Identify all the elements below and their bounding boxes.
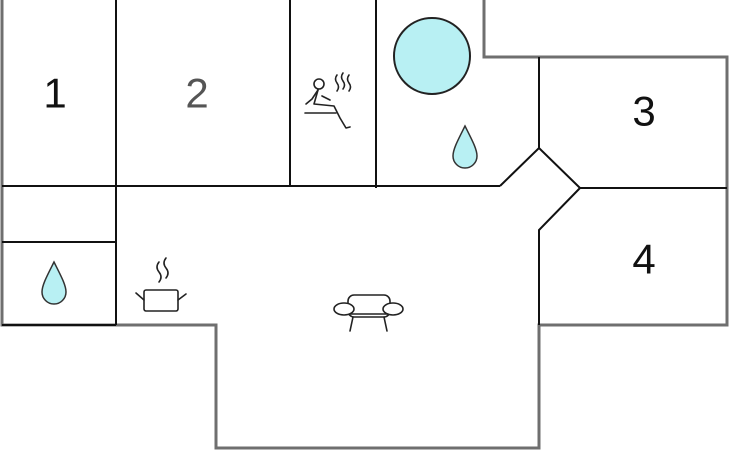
hot-tub-icon: [393, 17, 471, 95]
sofa-icon: [333, 294, 404, 332]
room-2-label: 2: [185, 70, 208, 117]
kitchen-pot-icon: [135, 257, 187, 312]
sauna-icon: [304, 72, 352, 129]
inner-walls: [2, 0, 727, 326]
room-4-label: 4: [632, 236, 655, 283]
room-3-label: 3: [632, 88, 655, 135]
bathroom-drop-icon: [41, 260, 67, 305]
shower-drop-icon: [452, 124, 478, 169]
room-1-label: 1: [43, 70, 66, 117]
